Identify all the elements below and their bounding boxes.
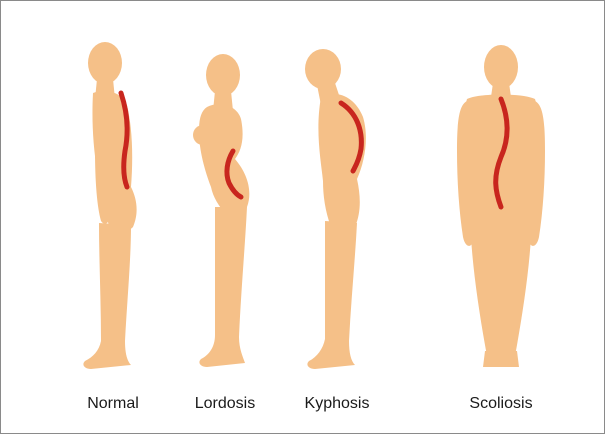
figure-normal xyxy=(83,42,136,369)
figure-kyphosis xyxy=(305,49,366,369)
figure-lordosis xyxy=(193,54,249,367)
normal-body-silhouette xyxy=(83,42,136,369)
figure-scoliosis xyxy=(457,45,545,367)
caption-normal: Normal xyxy=(87,395,139,413)
caption-scoliosis: Scoliosis xyxy=(469,395,532,413)
lordosis-body-silhouette xyxy=(193,54,249,367)
kyphosis-body-silhouette xyxy=(305,49,366,369)
caption-kyphosis: Kyphosis xyxy=(305,395,370,413)
caption-lordosis: Lordosis xyxy=(195,395,255,413)
